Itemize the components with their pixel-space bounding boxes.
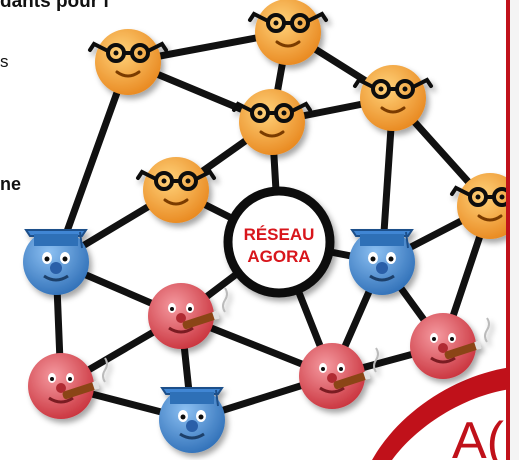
cigar-face-icon-r1 bbox=[148, 283, 228, 349]
hub-label-line-2: AGORA bbox=[247, 247, 310, 266]
glasses-face-icon-o5 bbox=[136, 157, 216, 223]
cigar-face-icon-r2 bbox=[299, 343, 379, 409]
glasses-face-icon-o3 bbox=[232, 89, 312, 155]
cigar-face-icon-r4 bbox=[28, 353, 108, 419]
right-panel-edge bbox=[506, 0, 519, 460]
body-text-line-1: dants pour l bbox=[0, 0, 109, 12]
edge-o1-b1 bbox=[52, 58, 132, 266]
graduate-cap-face-icon-b1 bbox=[23, 229, 89, 295]
graduate-cap-face-icon-b2 bbox=[349, 229, 415, 295]
glasses-face-icon-o1 bbox=[88, 29, 168, 95]
graduate-cap-face-icon-b3 bbox=[159, 387, 225, 453]
nodes-group bbox=[23, 0, 519, 453]
hub-label-line-1: RÉSEAU bbox=[244, 225, 315, 244]
glasses-face-icon-o2 bbox=[248, 0, 328, 65]
hub-node: RÉSEAU AGORA bbox=[223, 186, 335, 298]
body-text-line-2: s bbox=[0, 52, 9, 71]
body-text-line-3: ne bbox=[0, 174, 22, 194]
glasses-face-icon-o4 bbox=[353, 65, 433, 131]
cigar-face-icon-r3 bbox=[410, 313, 490, 379]
banner-partial-text: A( bbox=[452, 412, 505, 460]
